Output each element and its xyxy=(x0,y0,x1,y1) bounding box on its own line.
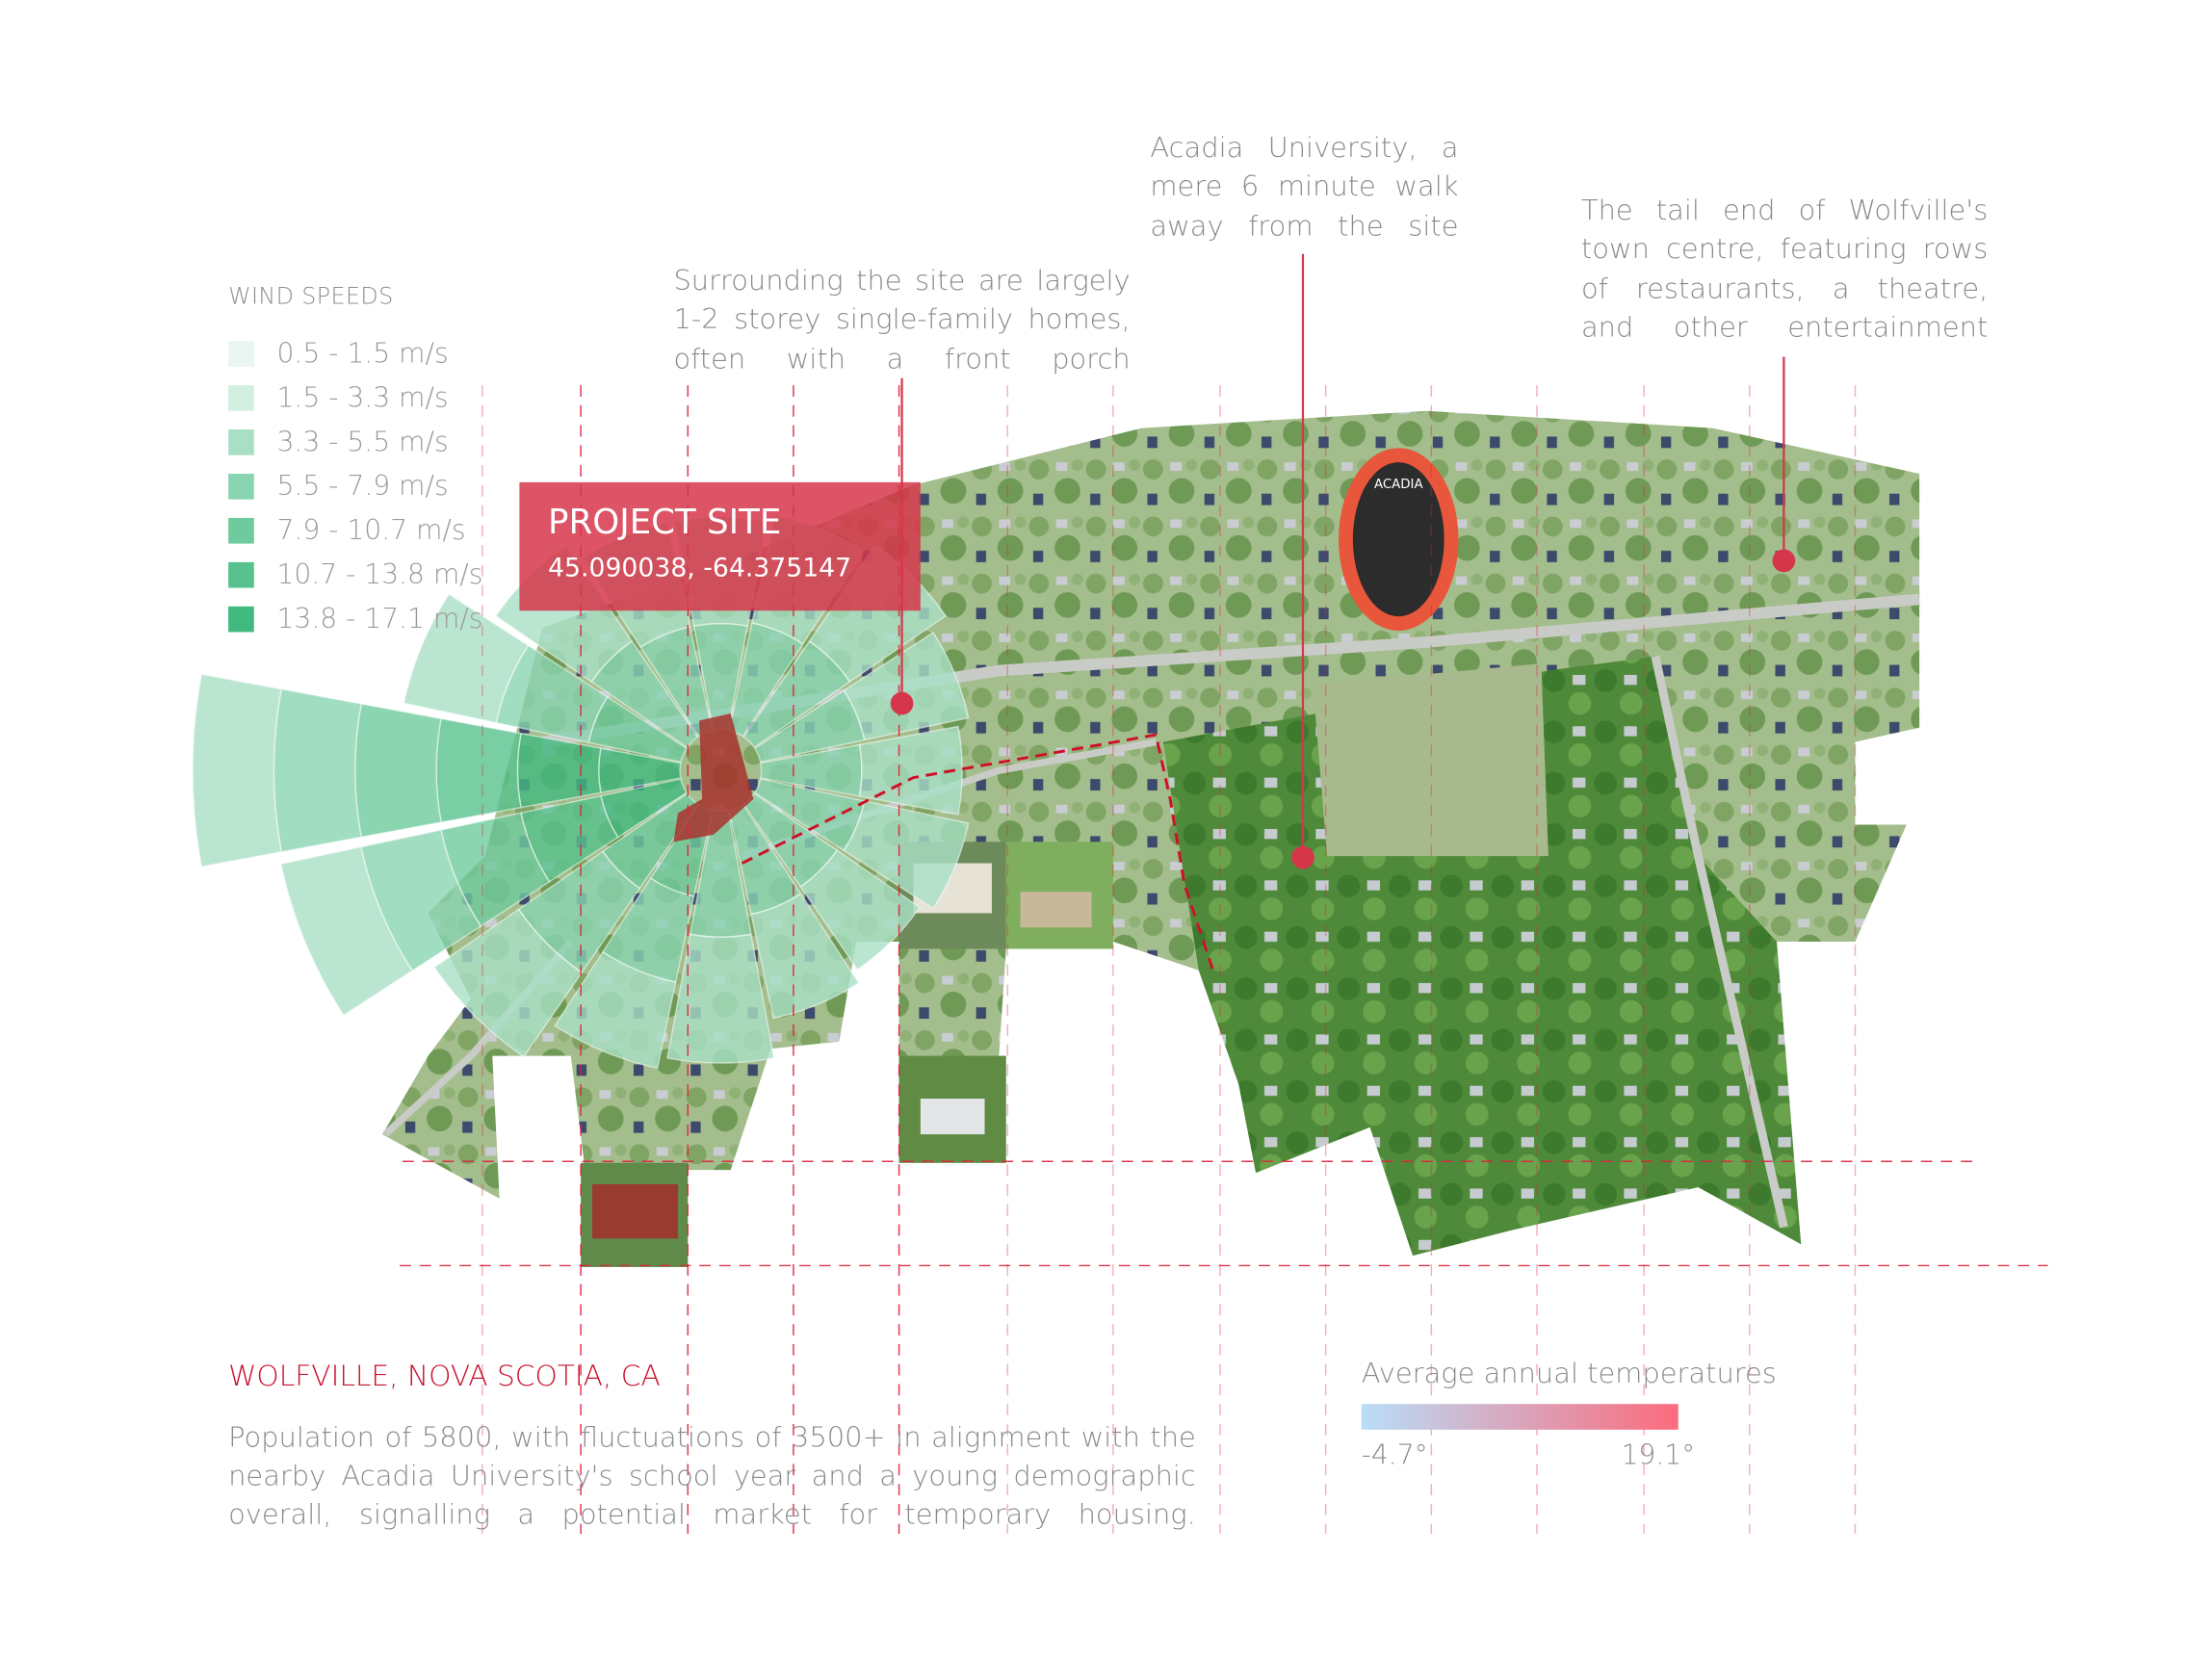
annotation-line: The tail end of Wolfville's xyxy=(1580,194,1989,227)
wind-rose-sector-se xyxy=(799,849,922,971)
wind-legend-item: 13.8 - 17.1 m/s xyxy=(228,603,483,635)
legend-swatch xyxy=(228,385,254,411)
legend-swatch xyxy=(228,429,254,455)
walking-route xyxy=(741,733,1215,971)
annotation-university: Acadia University, a mere 6 minute walk … xyxy=(1150,128,1458,245)
homes-marker[interactable] xyxy=(890,691,914,715)
wind-legend-title: WIND SPEEDS xyxy=(228,282,394,310)
wind-legend-item: 1.5 - 3.3 m/s xyxy=(228,382,449,414)
legend-label: 10.7 - 13.8 m/s xyxy=(276,558,483,591)
wind-legend-item: 7.9 - 10.7 m/s xyxy=(228,514,466,547)
temperature-min: -4.7° xyxy=(1361,1439,1428,1471)
annotation-homes: Surrounding the site are largely 1-2 sto… xyxy=(673,261,1130,377)
wind-rose-sector-ese xyxy=(843,800,970,910)
description-line: nearby Acadia University's school year a… xyxy=(228,1459,1196,1493)
acadia-stadium: ACADIA xyxy=(1339,448,1459,631)
wind-rose-sector-s xyxy=(666,933,775,1064)
wind-rose xyxy=(192,514,970,1070)
wind-rose-sector-sw xyxy=(432,908,584,1058)
annotation-town-centre: The tail end of Wolfville's town centre,… xyxy=(1581,192,1988,348)
wind-legend-item: 3.3 - 5.5 m/s xyxy=(228,427,449,458)
project-site-coordinates: 45.090038, -64.375147 xyxy=(548,553,852,584)
legend-swatch xyxy=(228,473,254,500)
annotation-line: mere 6 minute walk xyxy=(1150,169,1459,203)
location-title: WOLFVILLE, NOVA SCOTIA, CA xyxy=(228,1358,661,1393)
temperature-max: 19.1° xyxy=(1621,1439,1696,1471)
project-site-label: PROJECT SITE 45.090038, -64.375147 xyxy=(519,481,921,611)
annotation-line: Acadia University, a xyxy=(1150,131,1459,165)
project-site-title: PROJECT SITE xyxy=(548,502,782,543)
stadium-label: ACADIA xyxy=(1374,478,1423,492)
project-site-parcel xyxy=(673,712,754,842)
temperature-title: Average annual temperatures xyxy=(1361,1357,1777,1390)
legend-swatch xyxy=(228,517,254,544)
wind-rose-sector-wsw xyxy=(279,845,414,1017)
legend-label: 1.5 - 3.3 m/s xyxy=(276,382,449,414)
legend-label: 7.9 - 10.7 m/s xyxy=(276,514,466,547)
legend-label: 3.3 - 5.5 m/s xyxy=(276,427,449,458)
legend-swatch xyxy=(228,561,254,588)
legend-swatch xyxy=(228,341,254,367)
annotation-line: of restaurants, a theatre, xyxy=(1580,272,1989,305)
wind-rose-sector-wnw xyxy=(403,592,530,724)
wind-legend-item: 10.7 - 13.8 m/s xyxy=(228,558,483,591)
annotation-line: away from the site xyxy=(1150,209,1459,243)
legend-label: 13.8 - 17.1 m/s xyxy=(276,603,483,635)
legend-swatch xyxy=(228,606,254,633)
temperature-gradient-bar xyxy=(1361,1404,1679,1430)
wind-legend-item: 5.5 - 7.9 m/s xyxy=(228,471,449,503)
annotation-line: 1-2 storey single-family homes, xyxy=(673,302,1131,336)
location-description: Population of 5800, with fluctuations of… xyxy=(228,1418,1196,1534)
wind-rose-sector-w xyxy=(354,703,442,839)
annotation-line: Surrounding the site are largely xyxy=(673,264,1131,298)
wind-rose-sector-ssw xyxy=(554,950,677,1070)
wind-legend-item: 0.5 - 1.5 m/s xyxy=(228,338,449,370)
legend-label: 0.5 - 1.5 m/s xyxy=(276,338,449,370)
annotation-line: town centre, featuring rows xyxy=(1580,232,1989,267)
wind-rose-sector-w xyxy=(192,673,283,868)
annotation-line: often with a front porch xyxy=(673,342,1131,376)
description-line: overall, signalling a potential market f… xyxy=(228,1497,1196,1532)
description-line: Population of 5800, with fluctuations of… xyxy=(228,1420,1196,1455)
wind-rose-sector-sse xyxy=(750,893,860,1020)
wind-rose-sector-w xyxy=(273,687,362,853)
town-centre-marker[interactable] xyxy=(1772,549,1796,573)
wind-rose-sector-w xyxy=(435,717,522,823)
legend-label: 5.5 - 7.9 m/s xyxy=(276,471,449,503)
university-marker[interactable] xyxy=(1291,845,1314,869)
wind-rose-sector-ene xyxy=(843,631,970,741)
annotation-line: and other entertainment xyxy=(1580,310,1989,344)
grid-lines xyxy=(399,385,2048,1535)
